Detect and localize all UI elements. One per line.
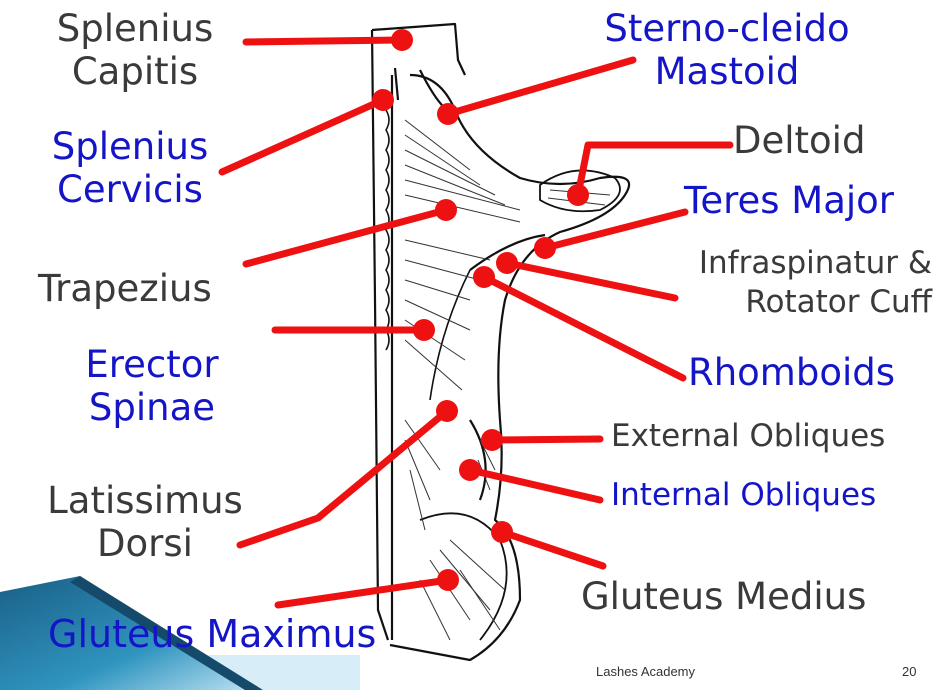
dot-external-obliques [481, 429, 503, 451]
pointer-external-obliques [492, 439, 600, 440]
label-internal-obliques: Internal Obliques [611, 478, 876, 514]
label-line: Cervicis [40, 169, 220, 212]
dot-teres-major [534, 237, 556, 259]
label-infraspinatus: Infraspinatur & Rotator Cuff [640, 244, 932, 322]
label-trapezius: Trapezius [38, 268, 212, 311]
dot-gluteus-medius [491, 521, 513, 543]
dot-splenius-capitis [391, 29, 413, 51]
label-deltoid: Deltoid [733, 120, 865, 163]
label-line: Mastoid [582, 51, 872, 94]
label-line: Spinae [62, 387, 242, 430]
dot-internal-obliques [459, 459, 481, 481]
pointer-lines [222, 40, 730, 605]
label-rhomboids: Rhomboids [688, 352, 895, 395]
label-line: Rhomboids [688, 351, 895, 394]
label-latissimus-dorsi: Latissimus Dorsi [30, 480, 260, 566]
pointer-latissimus-dorsi [240, 411, 447, 545]
label-line: Rotator Cuff [640, 283, 932, 322]
pointer-internal-obliques [470, 470, 600, 500]
label-line: Gluteus Medius [581, 575, 866, 618]
label-line: Splenius [40, 126, 220, 169]
footer-text: Lashes Academy [596, 664, 695, 679]
pointer-splenius-capitis [246, 40, 402, 42]
label-line: Dorsi [30, 523, 260, 566]
dot-rhomboids [473, 266, 495, 288]
label-line: Splenius [30, 8, 240, 51]
label-line: Sterno-cleido [582, 8, 872, 51]
slide-number: 20 [902, 664, 916, 679]
pointer-splenius-cervicis [222, 100, 383, 172]
dot-gluteus-maximus [437, 569, 459, 591]
label-line: Infraspinatur & [640, 244, 932, 283]
label-line: External Obliques [611, 418, 885, 454]
label-line: Latissimus [30, 480, 260, 523]
label-splenius-capitis: Splenius Capitis [30, 8, 240, 94]
label-teres-major: Teres Major [684, 180, 894, 223]
label-splenius-cervicis: Splenius Cervicis [40, 126, 220, 212]
dot-latissimus-dorsi [436, 400, 458, 422]
label-line: Trapezius [38, 267, 212, 310]
dot-infraspinatus [496, 252, 518, 274]
label-line: Teres Major [684, 179, 894, 222]
label-gluteus-medius: Gluteus Medius [581, 576, 866, 619]
pointer-gluteus-maximus [278, 580, 448, 605]
label-line: Internal Obliques [611, 477, 876, 513]
label-erector-spinae: Erector Spinae [62, 344, 242, 430]
label-line: Erector [62, 344, 242, 387]
dot-trapezius [435, 199, 457, 221]
label-line: Gluteus Maximus [48, 612, 376, 656]
label-gluteus-maximus: Gluteus Maximus [48, 612, 376, 656]
dot-erector-spinae [413, 319, 435, 341]
dot-deltoid [567, 184, 589, 206]
pointer-trapezius [246, 210, 446, 264]
label-line: Capitis [30, 51, 240, 94]
label-line: Deltoid [733, 119, 865, 162]
label-sternocleidomastoid: Sterno-cleido Mastoid [582, 8, 872, 94]
dot-splenius-cervicis [372, 89, 394, 111]
label-external-obliques: External Obliques [611, 419, 885, 455]
dot-sternocleidomastoid [437, 103, 459, 125]
